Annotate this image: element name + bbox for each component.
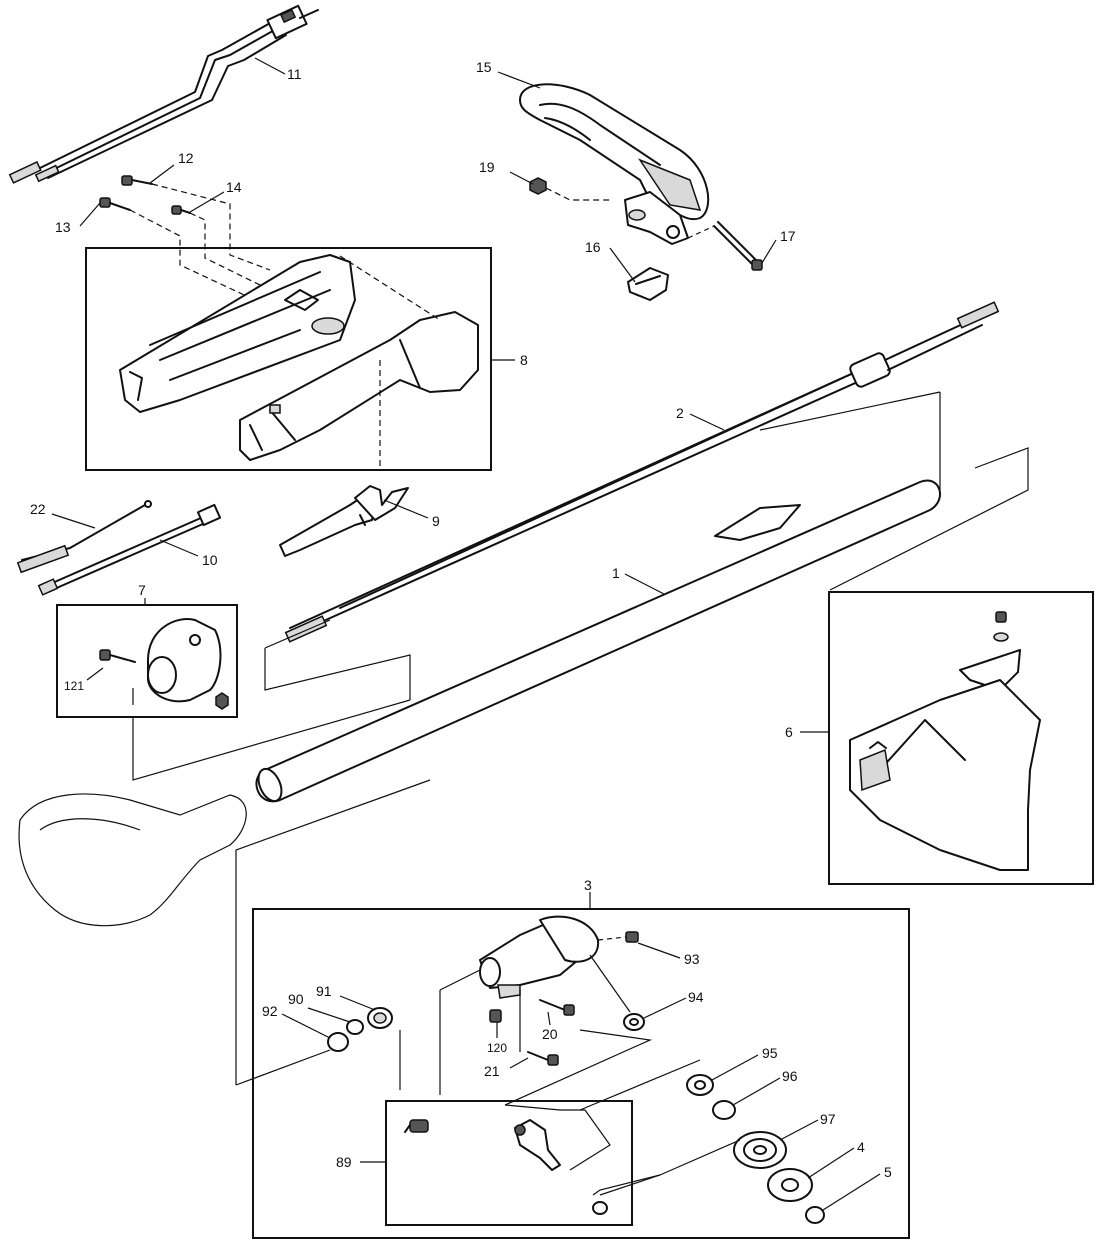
gear-case-box-3	[235, 908, 910, 1239]
callout-19: 19	[479, 159, 495, 175]
callout-21: 21	[484, 1063, 500, 1079]
callout-5: 5	[884, 1164, 892, 1180]
drive-shaft-part	[284, 301, 1000, 643]
callout-120: 120	[487, 1041, 507, 1055]
loop-handle-part	[519, 83, 710, 245]
callout-17: 17	[780, 228, 796, 244]
throttle-cable-part	[8, 4, 319, 184]
bolt-17-part	[687, 221, 763, 271]
callout-15: 15	[476, 59, 492, 75]
callout-10: 10	[202, 552, 218, 568]
callout-91: 91	[316, 983, 332, 999]
handle-housing-box-8	[85, 247, 492, 471]
callout-89: 89	[336, 1154, 352, 1170]
callout-7: 7	[138, 582, 146, 598]
callout-94: 94	[688, 989, 704, 1005]
callout-22: 22	[30, 501, 46, 517]
callout-4: 4	[857, 1139, 865, 1155]
stop-wire-22-part	[16, 500, 152, 574]
callout-96: 96	[782, 1068, 798, 1084]
gearbox-guide-line	[235, 779, 431, 1085]
callout-labels: 11 15 12 19 14 13 17 16 8 2 22 9 10 1 7 …	[30, 59, 892, 1180]
shaft-guide-lines	[264, 391, 1029, 700]
screw-14-part	[171, 205, 191, 215]
callout-11: 11	[287, 66, 302, 82]
callout-90: 90	[288, 991, 304, 1007]
nut-19-part	[529, 177, 612, 201]
callout-12: 12	[178, 150, 194, 166]
callout-121: 121	[64, 679, 84, 693]
callout-9: 9	[432, 513, 440, 529]
clamp-box-7	[56, 604, 238, 718]
throttle-trigger-part	[279, 485, 409, 557]
callout-97: 97	[820, 1111, 836, 1127]
callout-1: 1	[612, 565, 620, 581]
callout-3: 3	[584, 877, 592, 893]
screw-12-part	[121, 175, 153, 186]
engine-outline	[18, 793, 247, 927]
callout-6: 6	[785, 724, 793, 740]
main-pipe-part	[255, 479, 941, 803]
clamp-guide-line	[132, 699, 411, 781]
wire-10-part	[37, 503, 222, 596]
callout-leaders	[51, 57, 881, 1211]
spindle-box-89	[385, 1100, 661, 1226]
callout-20: 20	[542, 1026, 558, 1042]
callout-2: 2	[676, 405, 684, 421]
screw-guide-lines	[129, 183, 271, 301]
guard-box-6	[828, 591, 1094, 885]
screw-13-part	[99, 197, 131, 211]
callout-8: 8	[520, 352, 528, 368]
callout-14: 14	[226, 179, 242, 195]
callout-92: 92	[262, 1003, 278, 1019]
callout-95: 95	[762, 1045, 778, 1061]
clamp-16-part	[627, 267, 669, 301]
callout-93: 93	[684, 951, 700, 967]
callout-16: 16	[585, 239, 601, 255]
callout-13: 13	[55, 219, 71, 235]
